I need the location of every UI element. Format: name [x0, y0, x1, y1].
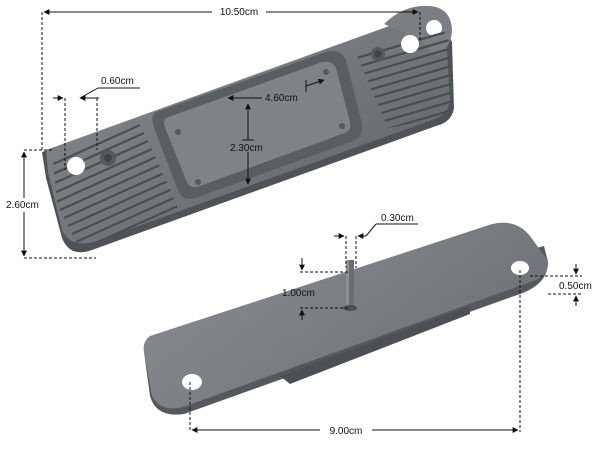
- plate-width-label: 2.60cm: [6, 200, 39, 211]
- dimension-lines: [21, 9, 582, 433]
- left-grip-ribs: [52, 123, 180, 245]
- recessed-pocket: [152, 51, 363, 199]
- slot-width-label: 0.60cm: [101, 76, 134, 87]
- dimension-labels: 10.50cm 0.60cm 4.60cm 2.30cm 2.60cm 0.30…: [6, 7, 592, 437]
- top-length-label: 10.50cm: [220, 7, 258, 18]
- plate-thickness-label: 0.50cm: [559, 281, 592, 292]
- left-bar-hole: [67, 157, 85, 175]
- ribbed-bar-part: [42, 5, 454, 253]
- pin: [346, 260, 354, 308]
- plate-right-hole: [511, 261, 529, 275]
- tab-hole: [426, 20, 442, 36]
- hole-spacing-label: 9.00cm: [330, 426, 363, 437]
- right-bar-hole: [401, 35, 419, 53]
- plate-left-hole: [182, 374, 202, 390]
- pocket-width-label: 2.30cm: [230, 143, 263, 154]
- pocket-length-label: 4.60cm: [265, 93, 298, 104]
- pin-height-label: 1.00cm: [282, 288, 315, 299]
- pin-plate-part: [143, 222, 548, 415]
- pin-diameter-label: 0.30cm: [381, 213, 414, 224]
